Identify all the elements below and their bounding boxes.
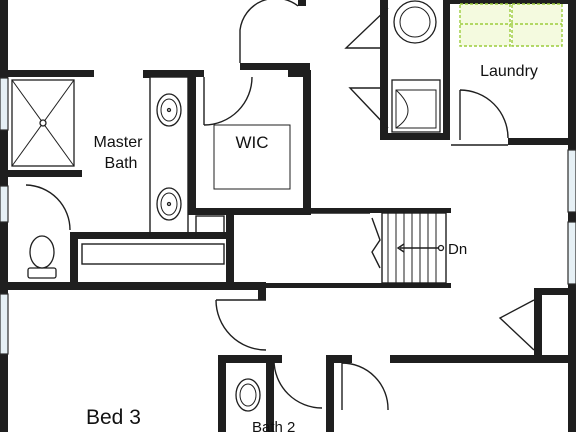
closet-left-wall: [534, 288, 542, 356]
vanity-top-wall: [143, 70, 193, 77]
laundry-shower-curve: [395, 89, 437, 129]
shower-drain: [39, 119, 47, 127]
linen-closet-box: [195, 215, 225, 239]
bed-divider-wall: [326, 355, 334, 432]
window-left-upper: [0, 77, 9, 131]
label-wic: WIC: [235, 133, 268, 152]
laundry-top-wall: [450, 0, 576, 4]
label-master-bath-line1: Master: [94, 134, 144, 151]
laundry-shower: [391, 79, 441, 133]
laundry-inner-wall: [443, 0, 450, 140]
bath2-sink-inner: [239, 383, 257, 407]
washer: [459, 3, 511, 47]
bath2-left-wall: [218, 355, 226, 432]
bath2-right-wall: [266, 355, 274, 432]
vanity-left-wall: [143, 70, 150, 78]
fixtures: [11, 0, 563, 412]
stair-bottom-wall: [266, 283, 451, 288]
vanity-counter: [149, 76, 189, 238]
stair-arrow-dot: [437, 244, 445, 252]
label-stairs-down: Dn: [448, 241, 467, 258]
door-swing-bed3: [215, 299, 267, 351]
stair-arrow-head: [396, 243, 405, 253]
door-swing-laundry: [459, 89, 509, 140]
master-bath-divider: [70, 232, 78, 290]
stair-top-wall: [311, 208, 451, 213]
hall-bottom-right-wall: [390, 355, 576, 363]
stair-run: [381, 212, 447, 284]
sink-lower-inner: [160, 192, 178, 216]
room-labels: Master Bath WIC Laundry Dn Bed 3 Bath 2: [86, 63, 538, 432]
wic-door-frame: [298, 0, 306, 6]
bath2-top-wall: [218, 355, 282, 363]
window-left-middle: [0, 185, 9, 223]
label-bath2: Bath 2: [252, 419, 295, 432]
doors: [25, 0, 535, 411]
door-swing-top: [239, 0, 299, 63]
corridor-top-wall: [240, 63, 310, 70]
label-master-bath-line2: Bath: [105, 155, 138, 172]
hall-right-wall-stub: [258, 282, 266, 300]
laundry-bottom-wall: [380, 133, 450, 140]
stairs: [371, 212, 447, 284]
wic-right-wall: [303, 70, 311, 215]
window-left-lower: [0, 293, 9, 355]
window-right-upper: [567, 149, 576, 213]
master-bath-top-wall: [8, 70, 94, 77]
wic-shelf-outline: [213, 124, 291, 190]
dryer: [511, 3, 563, 47]
door-swing-bath2: [273, 359, 323, 409]
door-bifold-laundry: [344, 7, 389, 129]
counters: [81, 76, 508, 288]
exterior-wall-right: [568, 0, 576, 432]
door-swing-wic: [203, 76, 253, 126]
label-bed3: Bed 3: [86, 406, 141, 429]
label-laundry: Laundry: [480, 63, 538, 80]
shower-divider-wall: [8, 170, 82, 177]
bed-right-top-wall: [334, 355, 352, 363]
closet-top-wall: [534, 288, 576, 295]
water-heater-inner: [399, 6, 431, 38]
sink-lower-drain: [166, 201, 172, 207]
sink-upper-drain: [166, 107, 172, 113]
master-bath-bottom-wall: [8, 282, 88, 290]
laundry-right-wall: [508, 138, 576, 145]
door-swing-master-bath: [25, 184, 71, 231]
wic-top-right-wall: [288, 70, 310, 77]
door-swing-bed-right: [341, 362, 389, 411]
stair-break-line: [371, 217, 381, 269]
toilet-tank: [27, 267, 57, 279]
window-right-lower: [567, 221, 576, 285]
linen-right-wall: [226, 208, 234, 290]
linen-wall: [78, 232, 233, 239]
wic-left-wall: [188, 70, 196, 215]
wic-top-wall: [188, 70, 204, 77]
hall-top-wall: [78, 282, 266, 290]
toilet-bowl: [29, 235, 55, 269]
door-swing-closet: [498, 299, 535, 351]
wic-bottom-wall: [188, 208, 311, 215]
sink-upper-inner: [160, 98, 178, 122]
laundry-left-wall: [380, 0, 388, 140]
linen-shelf: [81, 243, 225, 265]
